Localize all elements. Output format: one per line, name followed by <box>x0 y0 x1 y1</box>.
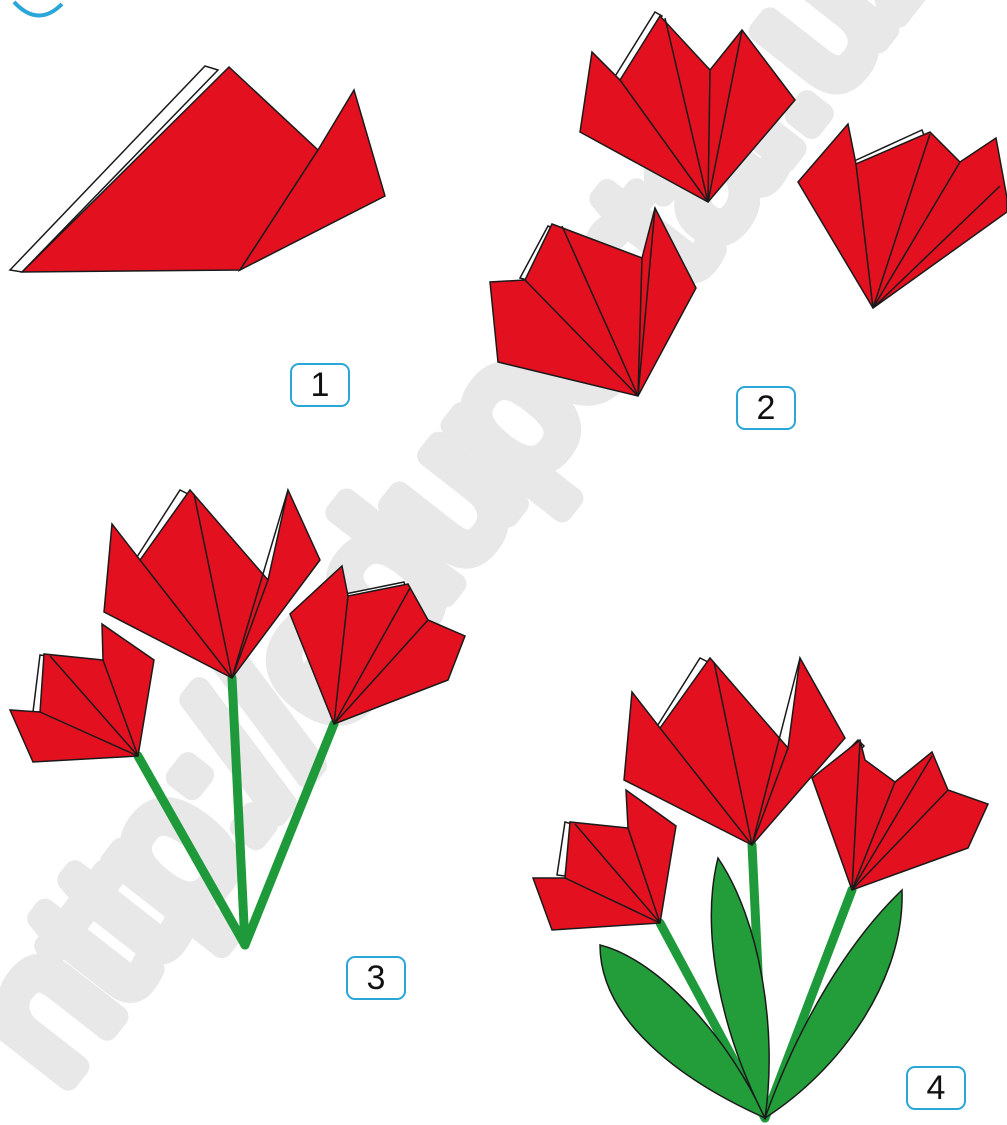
step3-stems <box>138 678 334 945</box>
step3-tulip-left <box>10 624 154 762</box>
step2-tulip-left <box>490 208 696 396</box>
step4-tulip-left <box>533 790 676 930</box>
step2-badge: 2 <box>736 386 796 430</box>
step3-badge: 3 <box>346 956 406 1000</box>
step4-tulip-right <box>812 740 988 890</box>
step2-tulip-top <box>580 12 795 202</box>
step1-badge: 1 <box>290 363 350 407</box>
step1-folded-paper <box>10 66 385 272</box>
step3-tulip-right <box>290 566 465 724</box>
step4-badge: 4 <box>906 1066 966 1110</box>
step2-tulip-right <box>798 124 1007 308</box>
